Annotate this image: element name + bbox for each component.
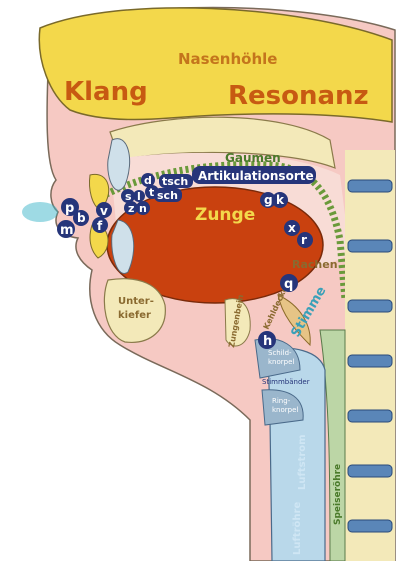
label-unterkiefer-1: Unter- (118, 296, 154, 307)
svg-text:z: z (128, 202, 134, 215)
label-klang: Klang (64, 77, 148, 107)
label-luftroehre: Luftröhre (292, 502, 303, 555)
label-ringknorpel-1: Ring- (272, 397, 291, 405)
svg-text:n: n (139, 202, 147, 215)
label-stimmbaender: Stimmbänder (262, 378, 310, 386)
label-schildknorpel-2: knorpel (268, 358, 294, 366)
badge-r: r (297, 232, 313, 248)
badge-f: f (92, 217, 108, 233)
svg-text:b: b (77, 211, 86, 225)
badge-sch: sch (154, 188, 182, 202)
svg-text:sch: sch (157, 189, 178, 202)
badge-tsch: tsch (159, 174, 193, 188)
svg-text:f: f (97, 219, 103, 233)
svg-text:tsch: tsch (162, 175, 188, 188)
badge-d: d (141, 173, 155, 187)
badge-q: q (280, 274, 298, 292)
label-luftstrom: Luftstrom (297, 434, 308, 490)
badge-k: k (272, 192, 288, 208)
svg-text:h: h (263, 334, 272, 349)
badge-h: h (258, 331, 276, 349)
label-nasal-cavity: Nasenhöhle (178, 50, 277, 68)
upper-teeth (108, 139, 130, 191)
svg-text:k: k (276, 193, 285, 207)
badge-v: v (96, 202, 112, 218)
label-unterkiefer-2: kiefer (118, 310, 151, 321)
label-rachen: Rachen (292, 258, 338, 271)
svg-text:q: q (284, 277, 293, 292)
badge-x: x (284, 220, 300, 236)
breath-puff (22, 202, 58, 222)
svg-text:t: t (149, 186, 154, 199)
badge-z: z (124, 201, 138, 215)
svg-text:x: x (288, 221, 296, 235)
label-schildknorpel-1: Schild- (268, 349, 292, 357)
label-ringknorpel-2: knorpel (272, 406, 298, 414)
svg-text:m: m (60, 223, 74, 238)
badge-m: m (57, 220, 75, 238)
label-resonanz: Resonanz (228, 81, 369, 111)
label-speiseroehre: Speiseröhre (333, 464, 343, 525)
label-articulation: Artikulationsorte (198, 169, 314, 183)
badge-b: b (73, 210, 89, 226)
svg-text:p: p (65, 201, 74, 216)
label-zunge: Zunge (195, 205, 255, 225)
badge-n: n (136, 201, 150, 215)
badge-s: s (121, 189, 135, 203)
svg-text:g: g (264, 193, 273, 207)
svg-text:v: v (100, 204, 108, 218)
label-gaumen: Gaumen (225, 151, 281, 165)
svg-text:r: r (301, 233, 307, 247)
